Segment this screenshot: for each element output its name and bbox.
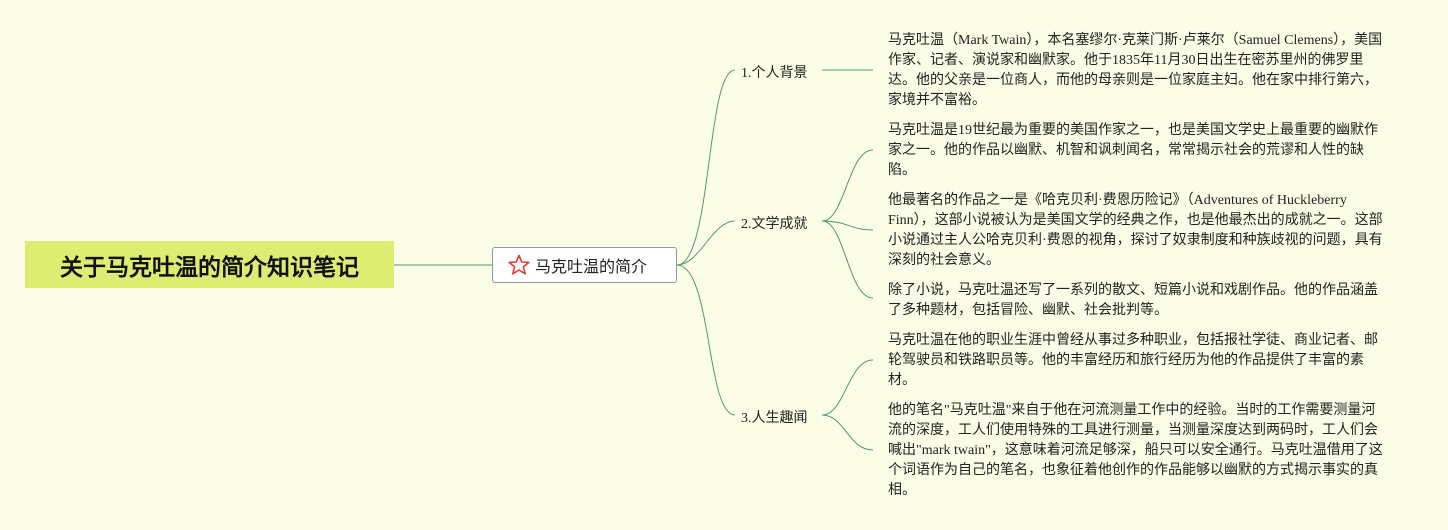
center-to-branch1-line bbox=[676, 69, 736, 266]
branch3-to-note2-line bbox=[821, 414, 874, 451]
root-topic[interactable]: 关于马克吐温的简介知识笔记 bbox=[25, 241, 394, 288]
branch-label: 2.文学成就 bbox=[741, 217, 808, 232]
note-career[interactable]: 马克吐温在他的职业生涯中曾经从事过多种职业，包括报社学徒、商业记者、邮轮驾驶员和… bbox=[888, 333, 1378, 388]
branch-label: 3.人生趣闻 bbox=[741, 411, 808, 426]
branch-life-anecdotes[interactable]: 3.人生趣闻 bbox=[741, 407, 808, 427]
central-topic[interactable]: 马克吐温的简介 bbox=[492, 247, 677, 283]
note-literary-importance[interactable]: 马克吐温是19世纪最为重要的美国作家之一，也是美国文学史上最重要的幽默作家之一。… bbox=[888, 123, 1378, 178]
branch2-to-note1-line bbox=[821, 149, 874, 222]
center-to-branch3-line bbox=[676, 264, 736, 416]
branch2-to-note3-line bbox=[821, 220, 874, 299]
central-topic-label: 马克吐温的简介 bbox=[535, 257, 648, 276]
branch-literary-achievements[interactable]: 2.文学成就 bbox=[741, 213, 808, 233]
branch-personal-background[interactable]: 1.个人背景 bbox=[741, 62, 808, 82]
note-other-works[interactable]: 除了小说，马克吐温还写了一系列的散文、短篇小说和戏剧作品。他的作品涵盖了多种题材… bbox=[888, 283, 1378, 318]
root-topic-title: 关于马克吐温的简介知识笔记 bbox=[60, 254, 359, 281]
note-personal-background[interactable]: 马克吐温（Mark Twain），本名塞缪尔·克莱门斯·卢莱尔（Samuel C… bbox=[888, 33, 1383, 108]
note-pen-name-origin[interactable]: 他的笔名"马克吐温"来自于他在河流测量工作中的经验。当时的工作需要测量河流的深度… bbox=[888, 403, 1383, 498]
star-icon bbox=[508, 254, 530, 275]
branch2-to-note2-line bbox=[821, 220, 874, 231]
branch-label: 1.个人背景 bbox=[741, 66, 808, 81]
center-to-branch2-line bbox=[676, 220, 736, 266]
branch3-to-note1-line bbox=[821, 359, 874, 416]
note-huckleberry-finn[interactable]: 他最著名的作品之一是《哈克贝利·费恩历险记》（Adventures of Huc… bbox=[888, 193, 1383, 268]
